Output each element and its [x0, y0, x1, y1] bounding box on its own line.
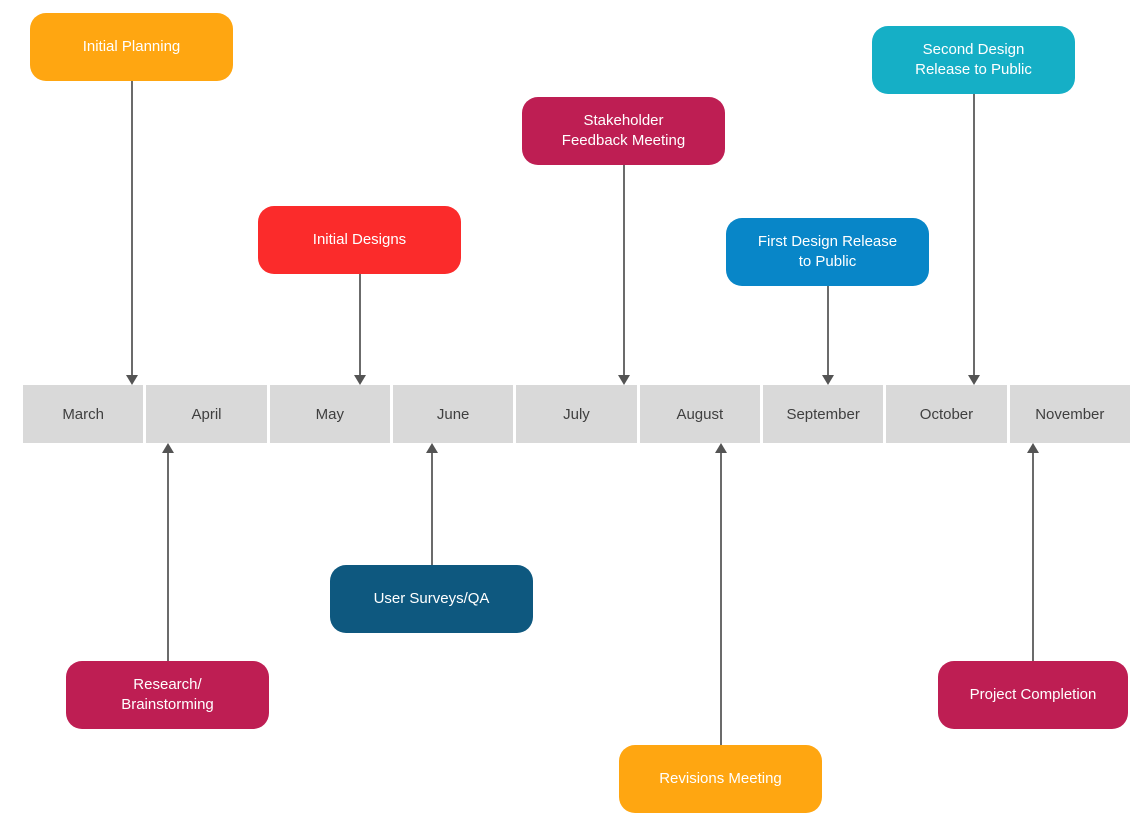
event-second-design-release: Second Design Release to Public — [872, 26, 1075, 94]
arrow-head-icon — [617, 375, 630, 385]
arrow-head-icon — [821, 375, 834, 385]
event-label: Stakeholder Feedback Meeting — [561, 112, 686, 149]
connector-line — [358, 274, 361, 377]
event-label: Project Completion — [969, 686, 1097, 703]
event-stakeholder-feedback-meeting: Stakeholder Feedback Meeting — [522, 97, 725, 165]
connector-line — [719, 451, 722, 745]
event-revisions-meeting: Revisions Meeting — [619, 745, 822, 813]
timeline-month-september: September — [762, 385, 884, 443]
event-label: User Surveys/QA — [373, 590, 490, 607]
arrow-head-icon — [425, 443, 438, 453]
event-research-brainstorming: Research/ Brainstorming — [66, 661, 269, 729]
arrow-head-icon — [1027, 443, 1039, 453]
timeline-month-april: April — [146, 385, 267, 443]
event-project-completion: Project Completion — [938, 661, 1128, 729]
event-initial-planning: Initial Planning — [30, 13, 233, 81]
arrow-head-icon — [967, 375, 980, 385]
arrow-head-icon — [125, 375, 138, 385]
timeline-month-june: June — [392, 385, 514, 443]
timeline-month-october: October — [886, 385, 1007, 443]
event-first-design-release: First Design Release to Public — [726, 218, 929, 286]
timeline-month-may: May — [269, 385, 390, 443]
connector-line — [130, 81, 133, 377]
arrow-head-icon — [161, 443, 174, 453]
event-initial-designs: Initial Designs — [258, 206, 461, 274]
connector-line — [430, 451, 433, 565]
timeline-month-august: August — [639, 385, 760, 443]
timeline-month-march: March — [23, 385, 144, 443]
event-label: Revisions Meeting — [659, 770, 782, 787]
timeline-month-november: November — [1009, 385, 1130, 443]
event-label: Research/ Brainstorming — [121, 676, 214, 713]
connector-line — [972, 94, 975, 377]
event-label: First Design Release to Public — [757, 233, 898, 270]
connector-line — [166, 451, 169, 661]
arrow-head-icon — [714, 443, 727, 453]
connector-line — [1032, 451, 1034, 661]
event-user-surveys-qa: User Surveys/QA — [330, 565, 533, 633]
event-label: Initial Planning — [82, 38, 181, 55]
connector-line — [622, 165, 625, 377]
event-label: Second Design Release to Public — [915, 41, 1032, 78]
connector-line — [826, 286, 829, 377]
event-label: Initial Designs — [312, 231, 407, 248]
arrow-head-icon — [353, 375, 366, 385]
timeline-month-july: July — [516, 385, 637, 443]
